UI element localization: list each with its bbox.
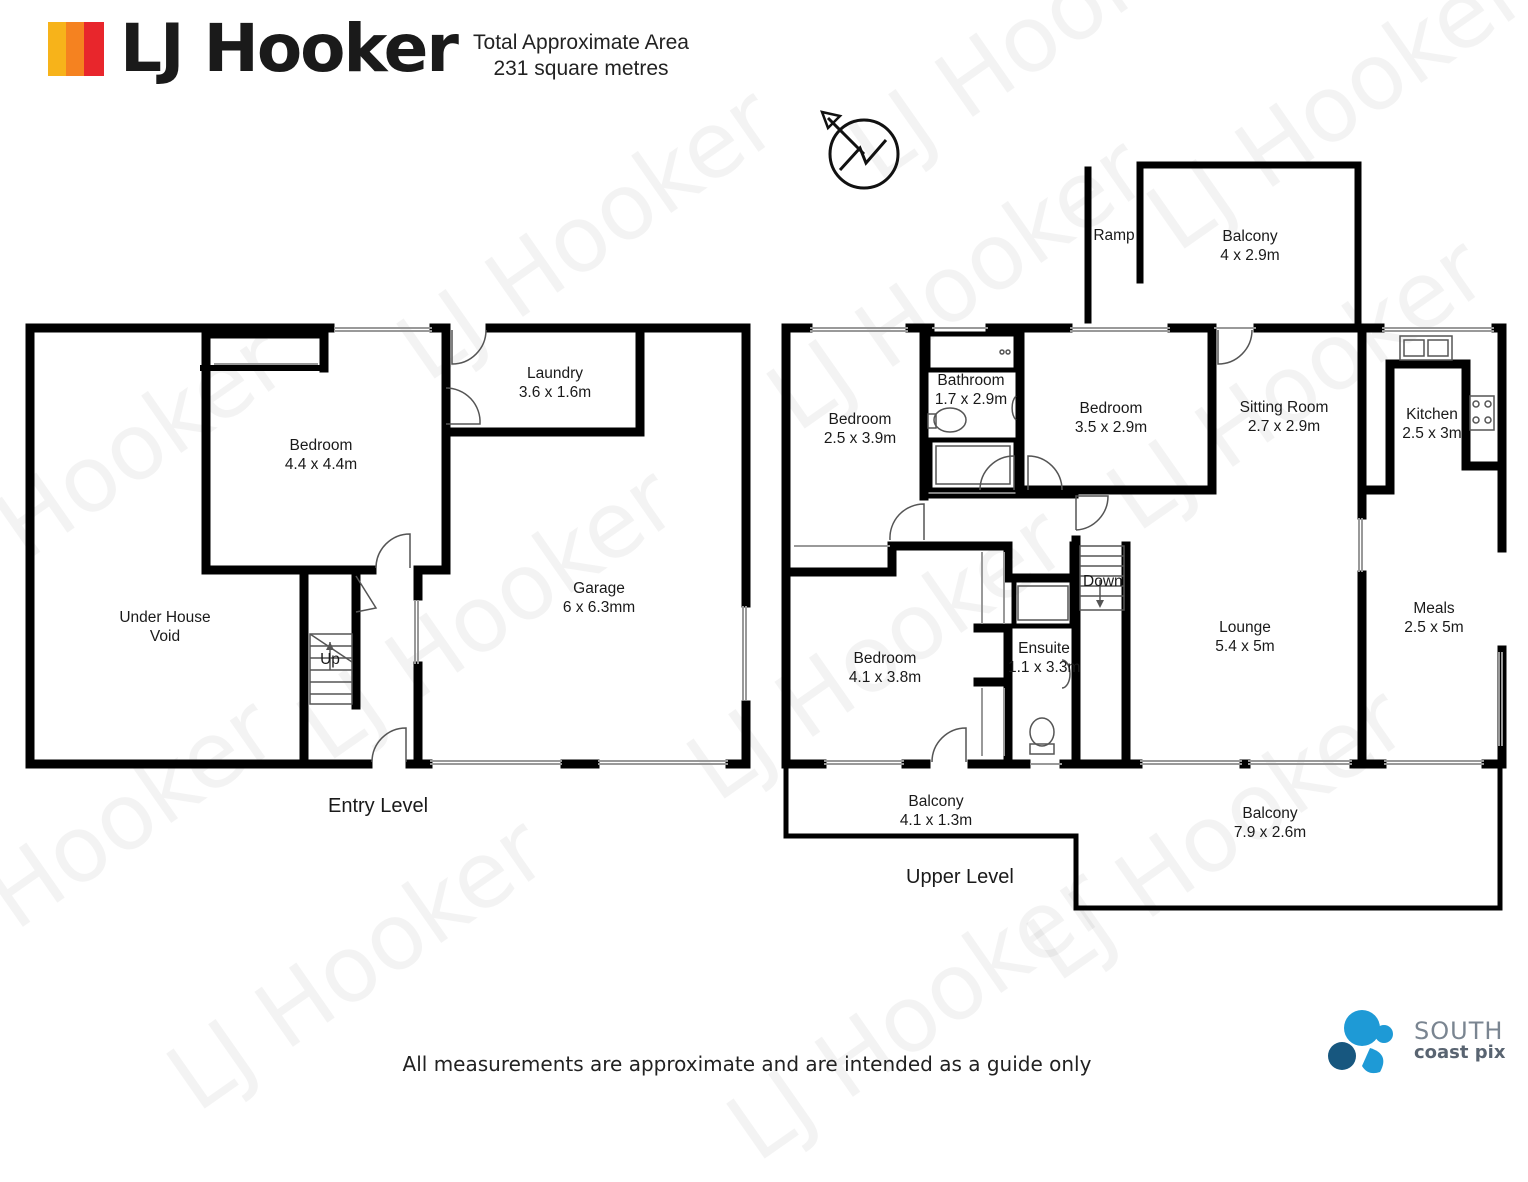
room-size: 3.6 x 1.6m (518, 384, 592, 401)
room-entry-bedroom: Bedroom 4.4 x 4.4m (246, 436, 396, 474)
room-sitting-room: Sitting Room 2.7 x 2.9m (1218, 398, 1350, 436)
room-size: Void (149, 628, 181, 645)
room-upper-bedroom-3: Bedroom 4.1 x 3.8m (824, 649, 946, 687)
room-size: 4.4 x 4.4m (284, 456, 358, 473)
room-balcony-top: Balcony 4 x 2.9m (1180, 227, 1320, 265)
room-garage: Garage 6 x 6.3mm (524, 579, 674, 617)
room-size: 4.1 x 3.8m (848, 669, 922, 686)
room-upper-bedroom-2: Bedroom 3.5 x 2.9m (1050, 399, 1172, 437)
room-name: Balcony (908, 793, 964, 810)
room-name: Bedroom (289, 437, 353, 454)
photographer-line1: SOUTH (1414, 1017, 1504, 1045)
room-size: 1.1 x 3.3m (1008, 659, 1081, 676)
room-name: Balcony (1222, 228, 1278, 245)
room-lounge: Lounge 5.4 x 5m (1185, 618, 1305, 656)
north-arrow-icon (820, 110, 900, 190)
room-name: Garage (573, 580, 625, 597)
room-name: Lounge (1219, 619, 1271, 636)
stairs-down-label: Down (1083, 573, 1123, 590)
total-area-value: 231 square metres (493, 57, 669, 80)
lj-hooker-logo-mark (48, 22, 104, 76)
room-size: 2.5 x 3.9m (823, 430, 897, 447)
room-name: Laundry (526, 365, 583, 382)
room-ensuite: Ensuite 1.1 x 3.3m (1008, 639, 1080, 677)
upper-level-title: Upper Level (906, 866, 1014, 888)
room-name: Kitchen (1406, 406, 1458, 423)
room-size: 5.4 x 5m (1215, 638, 1275, 655)
south-coast-pix-logo (1328, 1010, 1393, 1074)
photographer-line2: coast pix (1414, 1042, 1506, 1063)
room-laundry: Laundry 3.6 x 1.6m (480, 364, 630, 402)
room-name: Bathroom (937, 372, 1005, 389)
stairs-up-label: Up (320, 651, 340, 668)
room-size: 7.9 x 2.6m (1233, 824, 1307, 841)
room-size: 2.5 x 3m (1402, 425, 1462, 442)
floor-plan-walls (25, 161, 1507, 911)
room-size: 1.7 x 2.9m (934, 391, 1008, 408)
room-size: 2.7 x 2.9m (1247, 418, 1321, 435)
room-name: Under House (119, 609, 211, 626)
room-size: 3.5 x 2.9m (1074, 419, 1148, 436)
room-size: 2.5 x 5m (1404, 619, 1464, 636)
room-kitchen: Kitchen 2.5 x 3m (1394, 405, 1470, 443)
entry-level-title: Entry Level (328, 795, 429, 817)
room-name: Bedroom (853, 650, 917, 667)
ramp-label: Ramp (1093, 227, 1135, 244)
room-name: Meals (1413, 600, 1455, 617)
room-size: 6 x 6.3mm (562, 599, 636, 616)
room-name: Bedroom (1079, 400, 1143, 417)
room-name: Balcony (1242, 805, 1298, 822)
room-meals: Meals 2.5 x 5m (1384, 599, 1484, 637)
room-name: Bedroom (828, 411, 892, 428)
room-upper-bedroom-1: Bedroom 2.5 x 3.9m (800, 410, 920, 448)
total-area: Total Approximate Area 231 square metres (440, 30, 722, 82)
total-area-label: Total Approximate Area (473, 31, 689, 54)
brand-name: LJ Hooker (120, 10, 459, 87)
room-name: Ensuite (1018, 640, 1070, 657)
room-size: 4.1 x 1.3m (899, 812, 973, 829)
room-balcony-large: Balcony 7.9 x 2.6m (1200, 804, 1340, 842)
room-bathroom: Bathroom 1.7 x 2.9m (928, 371, 1014, 409)
disclaimer: All measurements are approximate and are… (402, 1052, 1092, 1076)
room-under-house: Under House Void (90, 608, 240, 646)
room-name: Sitting Room (1239, 399, 1329, 416)
room-balcony-small: Balcony 4.1 x 1.3m (866, 792, 1006, 830)
room-size: 4 x 2.9m (1220, 247, 1280, 264)
south-coast-pix-wordmark: SOUTH coast pix (1414, 1017, 1506, 1064)
